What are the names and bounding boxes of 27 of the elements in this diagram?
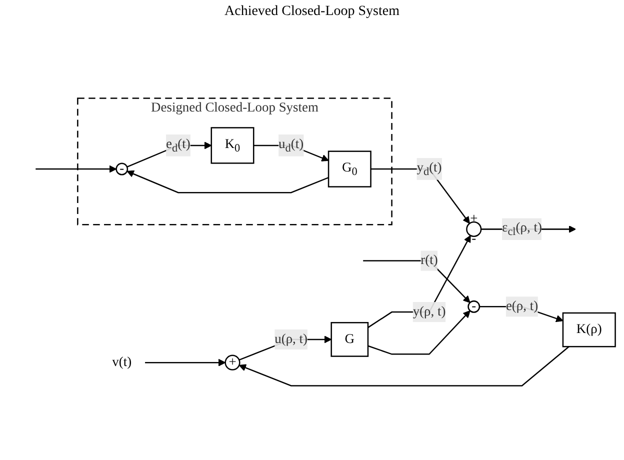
node-circle: - bbox=[116, 162, 128, 176]
node-circle: + bbox=[224, 354, 240, 370]
node-box: K(ρ) bbox=[562, 312, 616, 348]
node-box: G bbox=[330, 322, 369, 357]
edge-label: u$_{d}$(t) bbox=[278, 136, 304, 154]
arrow bbox=[238, 346, 570, 386]
arrow bbox=[363, 260, 470, 303]
edge-label: e$_{d}$(t) bbox=[166, 136, 190, 154]
arrow bbox=[368, 310, 470, 355]
node-label: - bbox=[472, 232, 476, 246]
arrow bbox=[145, 358, 226, 366]
node-label: + bbox=[470, 212, 478, 226]
node-box: K$_{0}$ bbox=[210, 127, 254, 164]
node-box: G$_{0}$ bbox=[328, 150, 372, 188]
node-circle bbox=[466, 221, 482, 237]
edge-label: r(t) bbox=[420, 253, 438, 268]
edge-label: y(ρ, t) bbox=[412, 304, 446, 319]
arrow bbox=[36, 165, 117, 173]
edge-label: e(ρ, t) bbox=[506, 299, 538, 314]
edge-label: u(ρ, t) bbox=[274, 332, 308, 346]
arrow bbox=[368, 235, 471, 328]
system-caption: Achieved Closed-Loop System bbox=[224, 4, 400, 19]
edge-label: ε$_{cl}$(ρ, t) bbox=[502, 220, 542, 238]
node-circle: - bbox=[468, 300, 480, 313]
node-text: v(t) bbox=[112, 355, 132, 370]
arrow bbox=[126, 170, 329, 194]
edge-label: y$_{d}$(t) bbox=[416, 160, 442, 178]
